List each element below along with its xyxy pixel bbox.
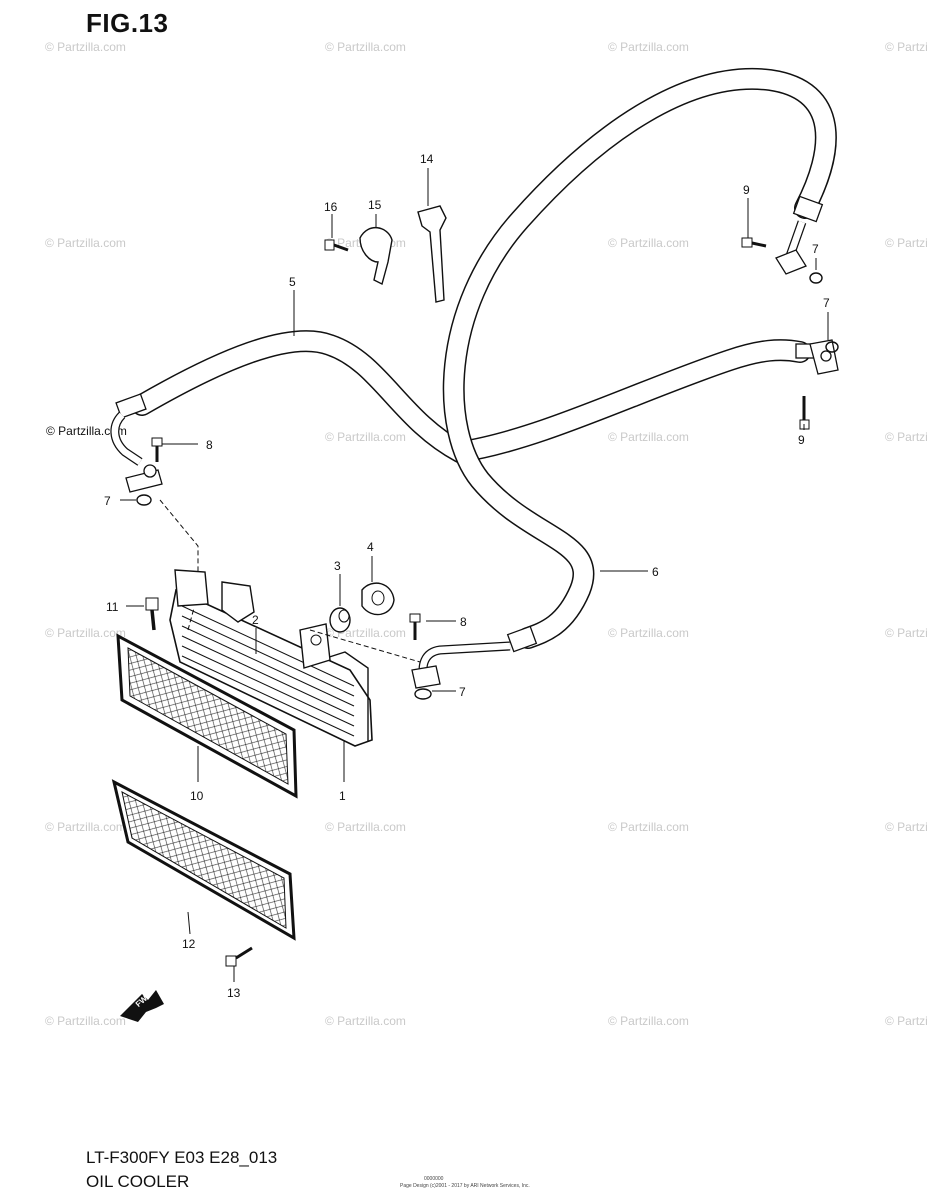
watermark: © Partzilla.com bbox=[608, 236, 689, 250]
callout-15[interactable]: 15 bbox=[368, 198, 382, 212]
oil-cooler[interactable] bbox=[169, 569, 373, 747]
o-ring[interactable] bbox=[414, 688, 432, 700]
copyright-mark: © Partzilla.com bbox=[46, 424, 127, 438]
bolt-16[interactable] bbox=[324, 239, 349, 252]
oil-hose-loop[interactable] bbox=[411, 67, 837, 689]
callout-6[interactable]: 6 bbox=[652, 565, 659, 579]
watermark: © Partzilla.com bbox=[325, 1014, 406, 1028]
bolt-9-upper[interactable] bbox=[741, 237, 767, 248]
spacer[interactable] bbox=[329, 607, 351, 633]
cooler-grille-outer[interactable] bbox=[111, 779, 296, 941]
callout-7[interactable]: 7 bbox=[104, 494, 111, 508]
callout-2[interactable]: 2 bbox=[252, 613, 259, 627]
cushion[interactable] bbox=[361, 582, 395, 616]
callout-7[interactable]: 7 bbox=[823, 296, 830, 310]
watermark: © Partzilla.com bbox=[608, 626, 689, 640]
watermark: © Partzilla.com bbox=[325, 820, 406, 834]
forward-direction-arrow-icon: FWD bbox=[120, 990, 164, 1022]
watermark: © Partzilla.com bbox=[885, 626, 927, 640]
watermark: © Partzilla.com bbox=[885, 236, 927, 250]
leader-lines bbox=[120, 168, 829, 982]
watermark: © Partzilla.com bbox=[325, 430, 406, 444]
callout-8[interactable]: 8 bbox=[460, 615, 467, 629]
hose-clamp[interactable] bbox=[359, 227, 393, 286]
bolt-8-lower[interactable] bbox=[409, 613, 421, 640]
watermark: © Partzilla.com bbox=[325, 40, 406, 54]
callout-14[interactable]: 14 bbox=[420, 152, 434, 166]
diagram-title: OIL COOLER bbox=[86, 1172, 190, 1191]
bolt-11[interactable] bbox=[145, 597, 159, 631]
cable-tie[interactable] bbox=[417, 205, 447, 303]
callout-8[interactable]: 8 bbox=[206, 438, 213, 452]
watermark: © Partzilla.com bbox=[45, 1014, 126, 1028]
page-code: 0000000 bbox=[424, 1176, 444, 1182]
callouts: 1 2 3 4 5 6 7 7 7 7 8 8 9 9 10 11 12 13 … bbox=[104, 152, 830, 1000]
callout-7[interactable]: 7 bbox=[459, 685, 466, 699]
callout-11[interactable]: 11 bbox=[106, 600, 119, 614]
callout-16[interactable]: 16 bbox=[324, 200, 338, 214]
callout-9[interactable]: 9 bbox=[798, 433, 805, 447]
figure-label: FIG.13 bbox=[86, 8, 169, 38]
bolt-8-upper[interactable] bbox=[151, 437, 163, 462]
callout-3[interactable]: 3 bbox=[334, 559, 341, 573]
o-ring[interactable] bbox=[136, 494, 152, 506]
watermark: © Partzilla.com bbox=[45, 40, 126, 54]
watermark: © Partzilla.com bbox=[885, 1014, 927, 1028]
watermark: © Partzilla.com bbox=[608, 430, 689, 444]
callout-13[interactable]: 13 bbox=[227, 986, 241, 1000]
callout-10[interactable]: 10 bbox=[190, 789, 204, 803]
callout-12[interactable]: 12 bbox=[182, 937, 196, 951]
o-ring[interactable] bbox=[809, 272, 823, 284]
callout-5[interactable]: 5 bbox=[289, 275, 296, 289]
watermark: © Partzilla.com bbox=[45, 236, 126, 250]
callout-9[interactable]: 9 bbox=[743, 183, 750, 197]
o-ring[interactable] bbox=[825, 341, 839, 353]
model-code: LT-F300FY E03 E28_013 bbox=[86, 1148, 278, 1167]
watermark: © Partzilla.com bbox=[608, 1014, 689, 1028]
watermark: © Partzilla.com bbox=[608, 40, 689, 54]
bolt-13[interactable] bbox=[225, 946, 253, 967]
callout-7[interactable]: 7 bbox=[812, 242, 819, 256]
page-copyright: Page Design (c)2001 - 2017 by ARI Networ… bbox=[400, 1183, 530, 1189]
callout-1[interactable]: 1 bbox=[339, 789, 346, 803]
watermark: © Partzilla.com bbox=[45, 626, 126, 640]
cooler-net-inner[interactable] bbox=[116, 633, 298, 799]
watermark: © Partzilla.com bbox=[885, 820, 927, 834]
watermark: © Partzilla.com bbox=[885, 430, 927, 444]
watermark: © Partzilla.com bbox=[608, 820, 689, 834]
watermark: © Partzilla.com bbox=[885, 40, 927, 54]
watermark: © Partzilla.com bbox=[45, 820, 126, 834]
callout-4[interactable]: 4 bbox=[367, 540, 374, 554]
